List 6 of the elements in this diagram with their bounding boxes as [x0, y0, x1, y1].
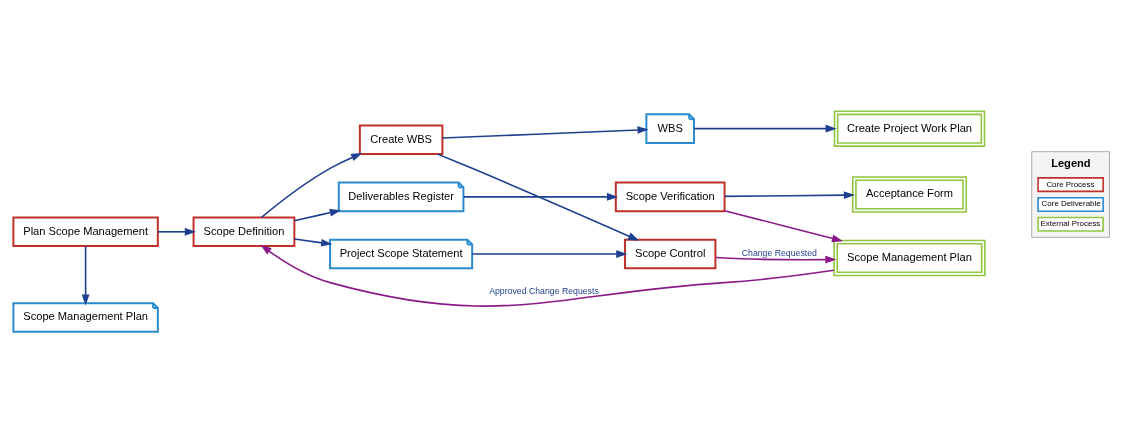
edge-label: Change Requested [741, 247, 817, 258]
legend-label: Core Process [1046, 179, 1095, 189]
legend-label: External Process [1040, 218, 1101, 228]
label: Legend [1051, 156, 1091, 169]
legend-label: Core Deliverable [1041, 198, 1101, 208]
edge-label: Approved Change Requests [489, 285, 599, 296]
